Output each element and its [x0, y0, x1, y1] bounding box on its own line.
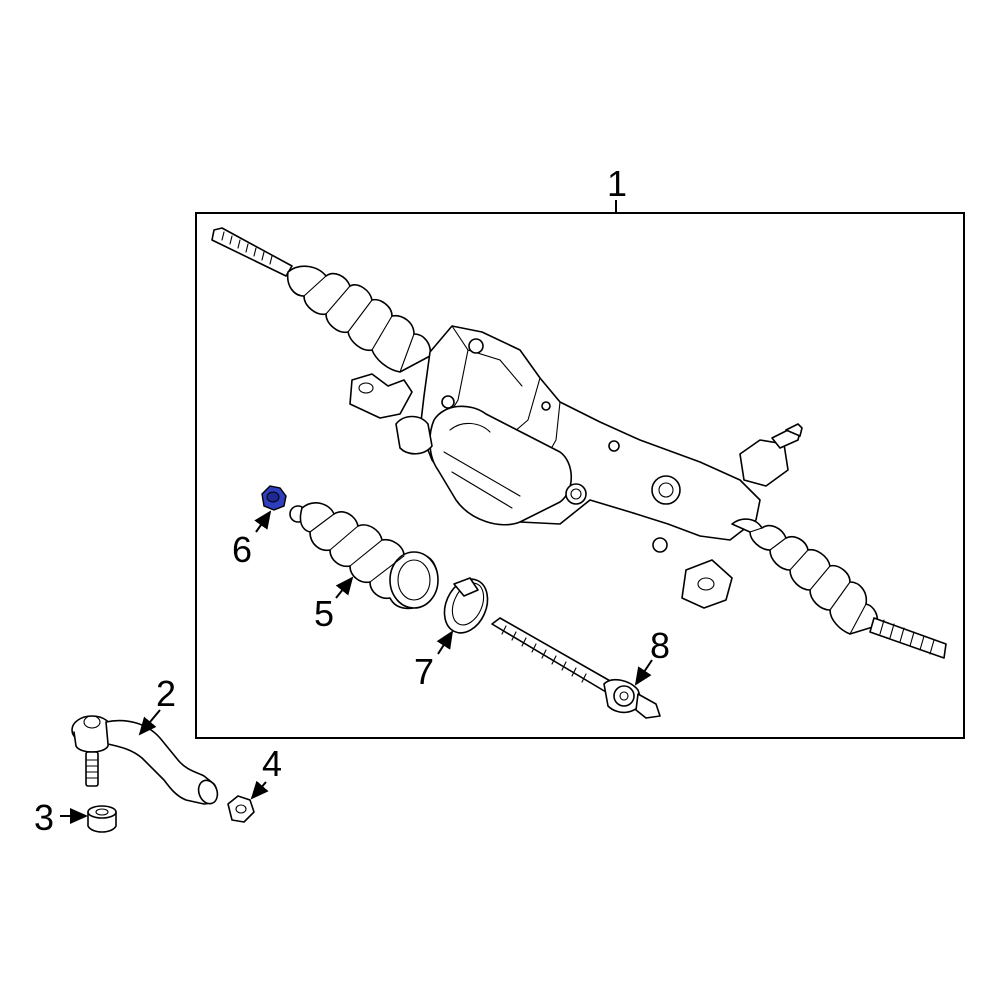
part-6-nut[interactable] — [261, 485, 287, 511]
part-8-inner-tie-rod[interactable] — [491, 617, 661, 719]
callout-5[interactable]: 5 — [314, 593, 334, 634]
callout-4[interactable]: 4 — [262, 743, 282, 784]
rack-housing — [395, 325, 803, 609]
callout-1[interactable]: 1 — [607, 163, 627, 204]
callout-6[interactable]: 6 — [232, 529, 252, 570]
part-5-boot[interactable] — [289, 502, 439, 610]
callout-4-leader — [250, 780, 269, 800]
callout-2[interactable]: 2 — [156, 673, 176, 714]
part-4-nut[interactable] — [227, 795, 255, 823]
left-mount-bracket — [349, 373, 413, 419]
callout-2-leader — [138, 709, 161, 736]
steering-gear-assembly[interactable] — [211, 227, 947, 659]
callout-5-leader — [335, 576, 354, 599]
right-rack-boot — [731, 518, 879, 635]
callout-7-leader — [436, 630, 454, 655]
left-rack-boot — [286, 265, 432, 373]
part-3-nut[interactable] — [87, 805, 117, 833]
callout-8-leader — [634, 659, 653, 686]
callout-7[interactable]: 7 — [414, 651, 434, 692]
part-7-clamp[interactable] — [436, 572, 495, 639]
part-2-tie-rod-end[interactable] — [71, 715, 221, 806]
left-threaded-rod — [211, 227, 293, 277]
callout-3[interactable]: 3 — [34, 797, 54, 838]
callout-6-leader — [254, 510, 272, 533]
right-threaded-rod — [869, 617, 947, 659]
assembly-frame — [195, 212, 965, 739]
callout-8[interactable]: 8 — [650, 625, 670, 666]
